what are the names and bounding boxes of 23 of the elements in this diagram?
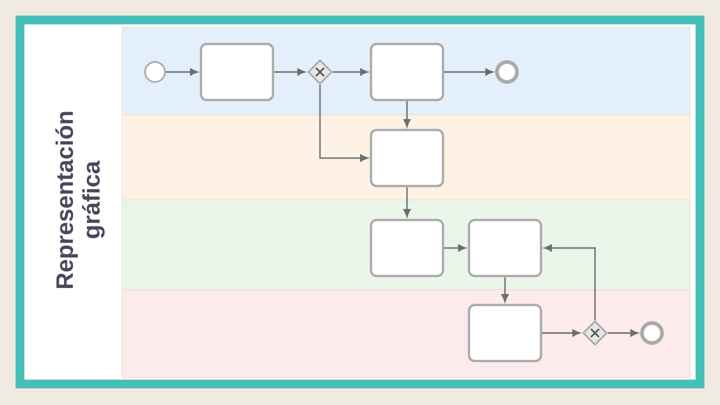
task-box [370,218,444,278]
end-event-circle [640,321,664,345]
arrow [403,101,411,128]
task-box [370,42,444,102]
swimlane [122,290,690,378]
end-event-circle [495,60,519,84]
title: Representación gráfica [55,112,105,288]
arrow [319,84,368,162]
arrow [608,329,638,337]
arrow [542,329,580,337]
swimlane [122,114,690,200]
arrow [501,277,509,302]
task-box [200,42,274,102]
arrow [166,68,198,76]
task-box [370,128,444,188]
arrow [332,68,368,76]
arrow [444,244,466,252]
arrow [403,187,411,218]
task-box [468,218,542,278]
arrow [544,244,596,320]
task-box [468,304,542,362]
arrow [274,68,306,76]
arrow [444,68,494,76]
